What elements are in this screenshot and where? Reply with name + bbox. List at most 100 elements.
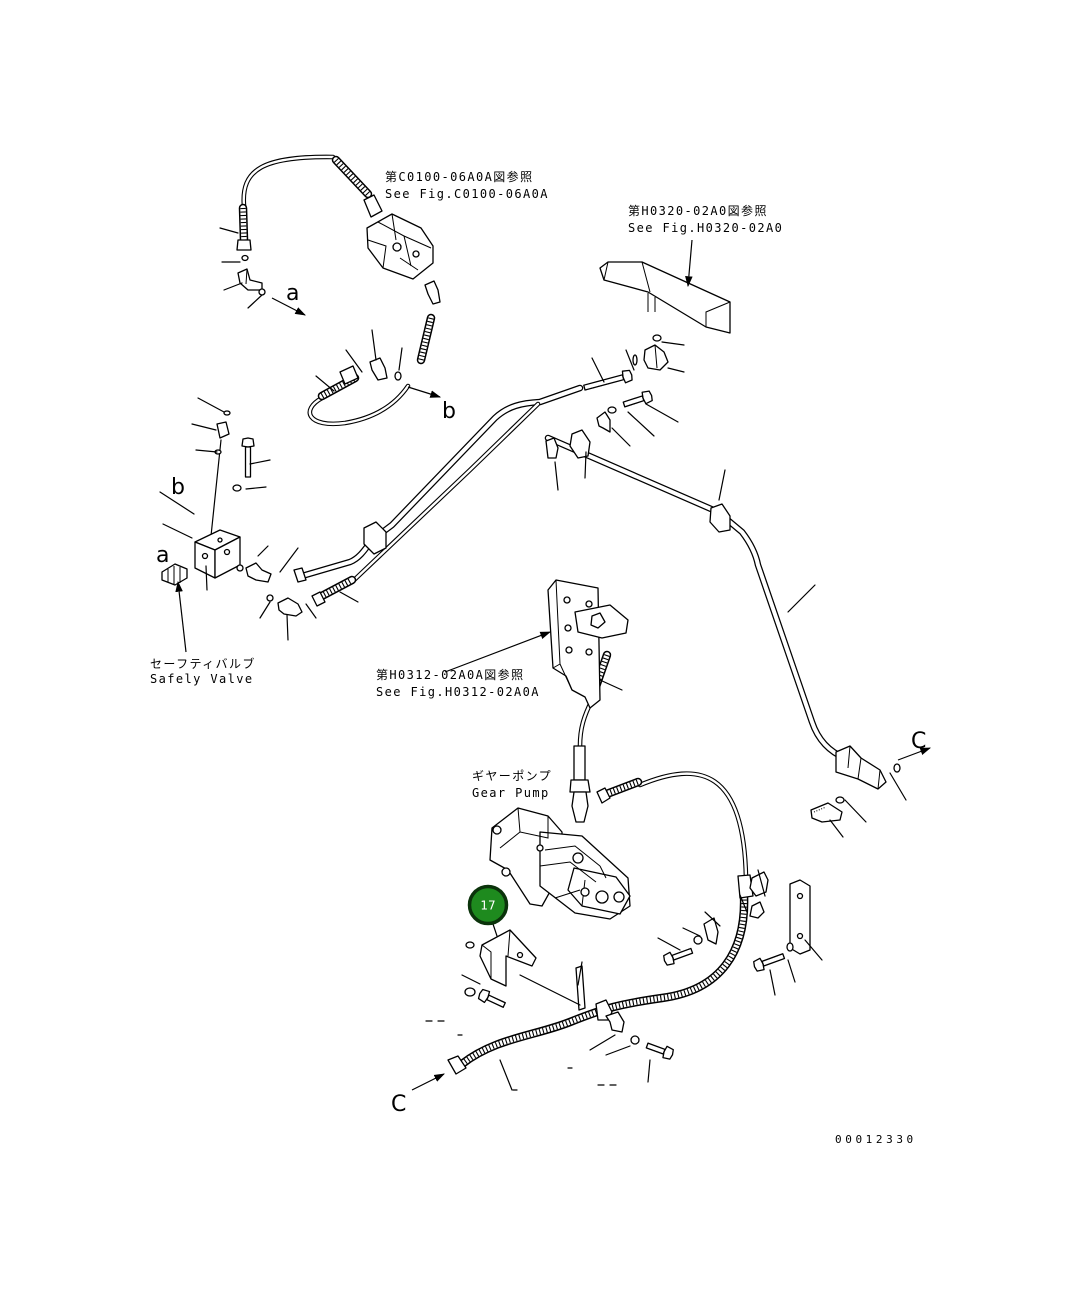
hex-fitting-lower-loop (339, 365, 359, 385)
elbow-edge (245, 268, 248, 285)
pump-support-bracket (479, 929, 537, 987)
leader-line (577, 961, 583, 986)
hose-hex-end-left (447, 1055, 467, 1075)
reference-label-h0312-en: See Fig.H0312-02A0A (376, 685, 540, 699)
pump-port (595, 890, 609, 904)
connector-thread (813, 806, 827, 813)
bolt-thread (678, 948, 691, 954)
leader-line (667, 367, 685, 373)
leader-line (682, 927, 701, 937)
bolt (663, 947, 694, 966)
flow-letter-c-bottom: C (391, 1092, 406, 1117)
leader-line (757, 869, 766, 897)
flow-letter-b-top: b (442, 399, 456, 424)
flow-arrow-a-top (271, 297, 306, 316)
hose-strap (575, 965, 586, 1011)
tube-ridges (418, 317, 434, 361)
leader-line (657, 937, 681, 951)
plate-hole (796, 932, 804, 940)
leader-line (259, 601, 271, 619)
hose-lower-loop (307, 383, 411, 427)
leader-line (345, 349, 363, 373)
elbow-fitting-top-right (643, 344, 669, 371)
bolt (583, 369, 633, 391)
o-ring (258, 288, 266, 296)
hex-fitting-hose-left (311, 591, 326, 607)
clip-hose-vertical (749, 901, 765, 919)
hose-fitting-left (313, 575, 357, 603)
bracket-hole (585, 600, 593, 608)
leader-line (247, 294, 263, 309)
hose-fitting-top-left (238, 203, 249, 245)
o-ring (232, 484, 242, 492)
pump-port (580, 887, 590, 897)
hex-fitting-top-left (236, 239, 252, 251)
bolt (622, 390, 653, 408)
member-body (599, 261, 731, 334)
leader-line (519, 974, 581, 1006)
hose-pump-loop (637, 771, 749, 881)
bolt-shank (671, 947, 694, 961)
bracket-h0312 (547, 579, 629, 709)
reference-label-h0320-en: See Fig.H0320-02A0 (628, 221, 783, 235)
bracket-hole (563, 596, 571, 604)
leader-line (461, 974, 481, 985)
tube-ridges (603, 779, 639, 798)
callout-badge-17[interactable]: 17 (467, 884, 509, 926)
bracket-tab-bolt (590, 612, 606, 629)
reference-label-h0312-ja: 第H0312-02A0A図参照 (376, 667, 524, 682)
hose-hex-pump (596, 787, 611, 804)
hex-fitting-left-top (216, 421, 230, 439)
hose-fitting-pump (599, 777, 643, 800)
leader-line (219, 227, 239, 234)
leader-line (279, 547, 299, 573)
reference-label-c0100-en: See Fig.C0100-06A0A (385, 187, 549, 201)
leader-line (499, 1059, 513, 1091)
bracket-plate (547, 579, 601, 709)
tube-ridges (460, 895, 747, 1067)
leader-line (787, 959, 796, 983)
leader-line (339, 591, 359, 603)
bracket-hole (564, 624, 572, 632)
tube-core (242, 155, 335, 208)
safety-valve (161, 563, 188, 586)
callout-badge-circle[interactable] (467, 884, 509, 926)
leader-line (605, 1045, 631, 1056)
bolt-thread (769, 953, 782, 960)
bolt-thread (625, 402, 638, 408)
pump-mount-hole (492, 825, 502, 835)
o-ring (236, 564, 244, 572)
safety-valve-label-ja: セーフティバルブ (150, 656, 256, 671)
leader-line (739, 894, 748, 913)
leader-line (787, 584, 816, 613)
bolt-shank (645, 1042, 666, 1055)
elbow-body (245, 562, 272, 583)
fitting-edges (847, 745, 881, 790)
flow-letter-a-left: a (156, 543, 169, 568)
pump-port (572, 852, 584, 864)
elbow-edge (654, 344, 658, 369)
leader-line (257, 545, 269, 557)
leader-line (627, 411, 655, 437)
block-port (201, 552, 209, 560)
hex-fitting-pipe-start (293, 567, 307, 583)
clip-bottom (605, 1011, 625, 1033)
leader-line (371, 329, 377, 361)
gear-pump-label-ja: ギヤーポンプ (472, 769, 552, 783)
valve-ridges (167, 566, 181, 584)
leader-line (223, 282, 243, 291)
connector-body (810, 802, 843, 823)
pipe-clamp-right-upper (569, 429, 591, 459)
reference-arrow-h0320 (685, 239, 693, 288)
pipe-right-long (544, 434, 849, 762)
o-ring (835, 796, 845, 804)
leader-line (245, 486, 267, 490)
block-port (223, 548, 231, 556)
leader-line (589, 1034, 616, 1051)
gear-pump-label-en: Gear Pump (472, 786, 550, 800)
leader-line (647, 1059, 651, 1083)
callout-badge-number[interactable]: 17 (480, 899, 495, 913)
leader-line (554, 461, 559, 491)
connector-right (810, 802, 843, 823)
motor-fitting (363, 194, 383, 218)
